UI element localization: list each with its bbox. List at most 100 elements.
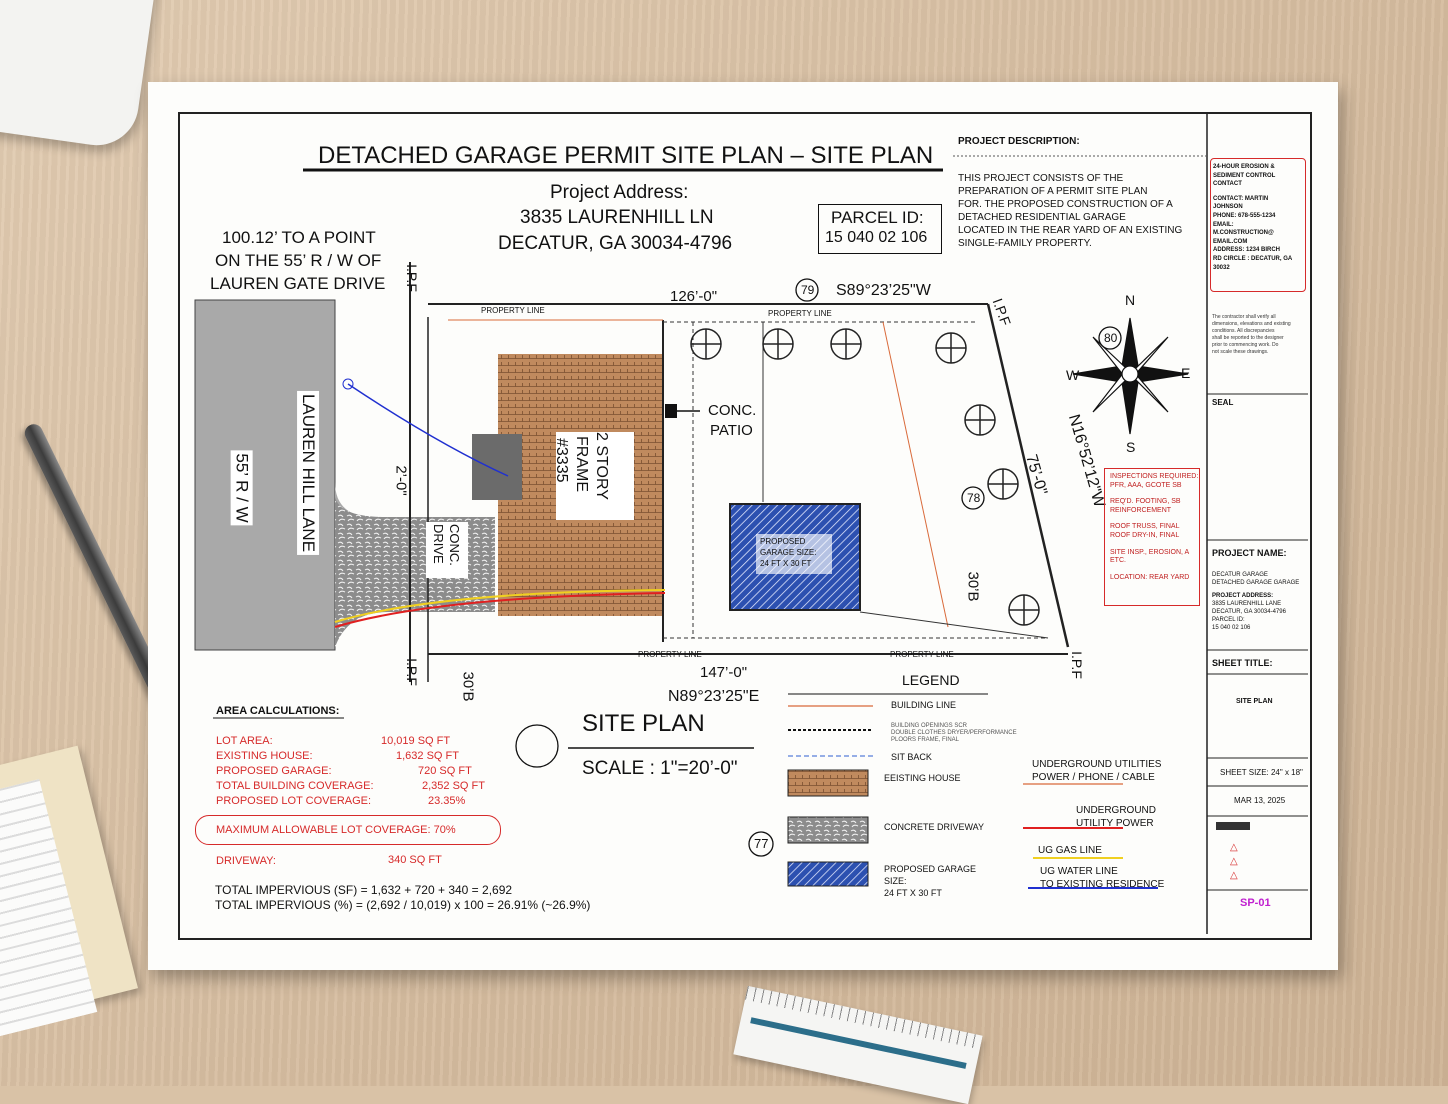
- house-label-1: 2 STORY: [593, 432, 610, 500]
- erosion-line-5: JOHNSON: [1213, 204, 1243, 211]
- contractor-note-2: conditions. All discrepancies: [1212, 328, 1275, 334]
- legend-title: LEGEND: [902, 672, 960, 688]
- erosion-line-4: CONTACT: MARTIN: [1213, 195, 1269, 202]
- street-name: LAUREN HILL LANE: [297, 390, 320, 556]
- max-coverage-box: [195, 815, 501, 845]
- legend-garage-2: SIZE:: [884, 876, 907, 886]
- designer-logo: [1216, 822, 1250, 830]
- legend-ug-gas: UG GAS LINE: [1038, 845, 1102, 856]
- area-row-0-label: LOT AREA:: [216, 735, 273, 747]
- project-address-line2: DECATUR, GA 30034-4796: [498, 233, 733, 254]
- tb-address-4: 15 040 02 106: [1212, 625, 1251, 631]
- site-plan-sheet: DETACHED GARAGE PERMIT SITE PLAN – SITE …: [148, 82, 1338, 970]
- parcel-box: PARCEL ID: 15 040 02 106: [818, 204, 942, 254]
- project-description-line-2: FOR. THE PROPOSED CONSTRUCTION OF A: [958, 199, 1173, 210]
- driveway-label: DRIVEWAY:: [216, 855, 276, 867]
- ref-point-line2: ON THE 55’ R / W OF: [215, 251, 382, 270]
- ipf-bottom-left: I.P.F: [403, 658, 420, 686]
- area-row-4-value: 23.35%: [428, 795, 466, 807]
- max-coverage: MAXIMUM ALLOWABLE LOT COVERAGE: 70%: [216, 824, 456, 836]
- compass-e: E: [1181, 365, 1191, 381]
- left-dimension: 2’-0": [392, 465, 410, 496]
- legend-ug-power-2: UTILITY POWER: [1076, 818, 1154, 829]
- erosion-line-10: ADDRESS: 1234 BIRCH: [1213, 247, 1281, 254]
- erosion-line-0: 24-HOUR EROSION &: [1213, 164, 1275, 170]
- sheet-title-label: SHEET TITLE:: [1212, 658, 1273, 668]
- insp-line-10: ETC.: [1110, 557, 1126, 565]
- contractor-note-0: The contractor shall verify all: [1212, 314, 1276, 320]
- conc-patio-1: CONC.: [708, 402, 757, 419]
- setback-a: 30’B: [459, 671, 477, 702]
- contractor-note-5: not scale these drawings.: [1212, 349, 1269, 355]
- contractor-note-4: prior to commencing work. Do: [1212, 342, 1279, 348]
- ruler-band: [750, 1017, 967, 1069]
- project-name-0: DECATUR GARAGE: [1212, 572, 1268, 578]
- insp-line-2: [1110, 490, 1198, 498]
- garage-label-3: 24 FT X 30 FT: [760, 559, 812, 568]
- sheet-title: DETACHED GARAGE PERMIT SITE PLAN – SITE …: [318, 142, 934, 169]
- driveway-value: 340 SQ FT: [388, 854, 442, 866]
- house-label-3: #3335: [553, 438, 570, 483]
- contractor-note-3: shall be reported to the designer: [1212, 335, 1284, 341]
- insp-line-12: LOCATION: REAR YARD: [1110, 573, 1190, 581]
- area-row-3-value: 2,352 SQ FT: [422, 780, 485, 792]
- insp-line-9: SITE INSP., EROSION, A: [1110, 548, 1190, 556]
- property-line-label-1: PROPERTY LINE: [481, 306, 545, 315]
- area-calc-heading: AREA CALCULATIONS:: [216, 705, 340, 717]
- inspections-text: INSPECTIONS REQUIRED: PFR, AAA, GCOTE SB…: [1110, 473, 1198, 582]
- insp-line-0: INSPECTIONS REQUIRED:: [1110, 473, 1199, 480]
- street-row: 55’ R / W: [230, 450, 253, 526]
- erosion-line-11: RD CIRCLE : DECATUR, GA: [1213, 255, 1293, 262]
- legend-building-line: BUILDING LINE: [891, 700, 957, 710]
- legend-driveway: CONCRETE DRIVEWAY: [884, 822, 985, 832]
- bottom-bearing: N89°23’25"E: [668, 688, 760, 705]
- sheet-number: SP-01: [1240, 897, 1271, 909]
- project-description-heading: PROJECT DESCRIPTION:: [958, 136, 1080, 147]
- parcel-label: PARCEL ID:: [831, 208, 924, 227]
- project-description-line-0: THIS PROJECT CONSISTS OF THE: [958, 173, 1124, 184]
- revision-mark-1: △: [1230, 842, 1238, 853]
- erosion-line-9: EMAIL.COM: [1213, 238, 1248, 245]
- garage-label-2: GARAGE SIZE:: [760, 548, 817, 557]
- sheet-size: SHEET SIZE: 24" x 18": [1220, 768, 1303, 777]
- ipf-top-left: I.P.F: [403, 264, 420, 292]
- house-label-2: FRAME: [573, 436, 590, 492]
- tb-address-3: PARCEL ID:: [1212, 617, 1245, 623]
- top-dimension: 126’-0": [670, 288, 718, 305]
- erosion-contact-text: 24-HOUR EROSION & SEDIMENT CONTROL CONTA…: [1213, 163, 1292, 272]
- erosion-line-12: 30032: [1213, 264, 1230, 271]
- property-line-label-2: PROPERTY LINE: [768, 309, 832, 318]
- legend-ug-utilities-1: UNDERGROUND UTILITIES: [1032, 759, 1162, 770]
- insp-line-11: [1110, 566, 1198, 574]
- bottom-dimension: 147’-0": [700, 664, 748, 681]
- garage-label: PROPOSED GARAGE SIZE: 24 FT X 30 FT: [756, 534, 832, 574]
- insp-line-5: [1110, 515, 1198, 523]
- area-row-0-value: 10,019 SQ FT: [381, 735, 451, 747]
- revision-mark-3: △: [1230, 870, 1238, 881]
- area-row-4-label: PROPOSED LOT COVERAGE:: [216, 795, 372, 807]
- contractor-note: The contractor shall verify all dimensio…: [1212, 314, 1291, 356]
- ref-point-line1: 100.12’ TO A POINT: [222, 228, 376, 247]
- inspections-box: [1104, 468, 1200, 606]
- marker-77: 77: [754, 836, 769, 851]
- project-address-label: Project Address:: [550, 182, 689, 203]
- site-plan-scale: SCALE : 1"=20’-0": [582, 758, 738, 779]
- tb-address-0: PROJECT ADDRESS:: [1212, 593, 1274, 599]
- legend-note-3: PLOORS FRAME, FINAL: [891, 737, 960, 743]
- area-row-3-label: TOTAL BUILDING COVERAGE:: [216, 780, 374, 792]
- driveway-hatch: [335, 497, 495, 647]
- legend-ug-water-2: TO EXISTING RESIDENCE: [1040, 879, 1165, 890]
- legend-garage-1: PROPOSED GARAGE: [884, 864, 977, 874]
- erosion-contact-box: [1210, 158, 1306, 292]
- conc-patio-2: PATIO: [710, 422, 753, 439]
- area-row-1-value: 1,632 SQ FT: [396, 750, 459, 762]
- drive-label-2: DRIVE: [431, 524, 446, 564]
- parcel-value: 15 040 02 106: [825, 229, 928, 246]
- drive-label: CONC. DRIVE: [426, 522, 468, 578]
- total-impervious-sf: TOTAL IMPERVIOUS (SF) = 1,632 + 720 + 34…: [215, 883, 513, 897]
- legend-setback: SIT BACK: [891, 752, 932, 762]
- legend-ug-utilities-2: POWER / PHONE / CABLE: [1032, 772, 1155, 783]
- erosion-line-7: EMAIL:: [1213, 221, 1234, 228]
- compass-n: N: [1125, 292, 1136, 308]
- setback-b: 30’B: [964, 571, 982, 602]
